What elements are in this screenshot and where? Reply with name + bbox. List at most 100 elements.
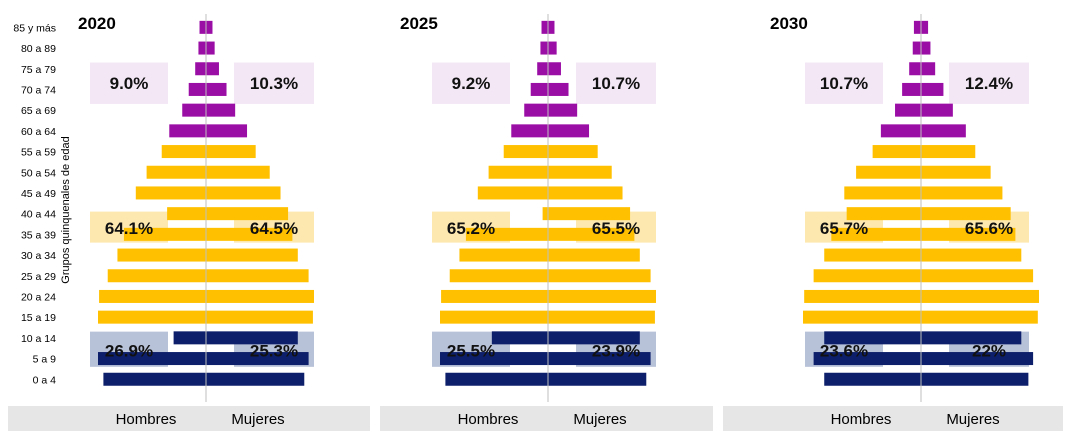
bar-hombres xyxy=(161,145,206,159)
bar-mujeres xyxy=(548,124,590,138)
bar-hombres xyxy=(459,248,548,262)
bar-mujeres xyxy=(548,248,640,262)
bar-mujeres xyxy=(206,227,293,241)
age-tick-label: 45 a 49 xyxy=(21,188,56,200)
bar-mujeres xyxy=(921,352,1034,366)
bar-mujeres xyxy=(548,207,631,221)
age-tick-label: 55 a 59 xyxy=(21,147,56,159)
bar-hombres xyxy=(895,103,921,117)
bar-mujeres xyxy=(548,331,640,345)
bar-mujeres xyxy=(548,186,623,200)
bar-hombres xyxy=(107,269,206,283)
age-tick-label: 75 a 79 xyxy=(21,64,56,76)
age-tick-label: 20 a 24 xyxy=(21,291,56,303)
bar-mujeres xyxy=(206,310,313,324)
bar-mujeres xyxy=(921,207,1011,221)
label-mujeres: Mujeres xyxy=(231,411,284,428)
bar-hombres xyxy=(804,289,921,303)
group-pct-mujeres: 22% xyxy=(972,341,1006,360)
group-pct-hombres: 9.0% xyxy=(110,74,149,93)
bar-mujeres xyxy=(206,331,298,345)
bar-hombres xyxy=(440,310,548,324)
bar-mujeres xyxy=(921,82,944,96)
bar-hombres xyxy=(477,186,548,200)
bar-mujeres xyxy=(548,103,578,117)
bar-hombres xyxy=(195,62,206,76)
bar-mujeres xyxy=(548,145,598,159)
age-tick-label: 10 a 14 xyxy=(21,333,56,345)
panel-year: 2025 xyxy=(400,14,438,33)
bar-hombres xyxy=(441,289,548,303)
bar-mujeres xyxy=(921,310,1038,324)
panel-footer xyxy=(723,406,1063,431)
age-tick-label: 40 a 44 xyxy=(21,209,56,221)
bar-mujeres xyxy=(921,20,929,34)
bar-hombres xyxy=(813,352,921,366)
bar-mujeres xyxy=(206,289,314,303)
age-tick-label: 85 y más xyxy=(13,22,56,34)
bar-hombres xyxy=(117,248,206,262)
bar-hombres xyxy=(856,165,921,179)
bar-mujeres xyxy=(548,269,651,283)
bar-hombres xyxy=(511,124,548,138)
bar-mujeres xyxy=(921,227,1016,241)
label-hombres: Hombres xyxy=(458,411,519,428)
label-hombres: Hombres xyxy=(831,411,892,428)
bar-hombres xyxy=(831,227,921,241)
age-tick-label: 65 a 69 xyxy=(21,105,56,117)
bar-hombres xyxy=(123,227,206,241)
panel-footer xyxy=(380,406,713,431)
bar-hombres xyxy=(542,207,548,221)
bar-hombres xyxy=(846,207,921,221)
bar-mujeres xyxy=(921,124,966,138)
age-tick-label: 70 a 74 xyxy=(21,84,56,96)
panel-footer xyxy=(8,406,370,431)
group-pct-mujeres: 10.3% xyxy=(250,74,298,93)
bar-hombres xyxy=(824,248,921,262)
bar-mujeres xyxy=(921,269,1034,283)
bar-hombres xyxy=(465,227,548,241)
group-pct-hombres: 25.5% xyxy=(447,341,495,360)
group-pct-hombres: 64.1% xyxy=(105,219,153,238)
bar-mujeres xyxy=(548,62,561,76)
bar-mujeres xyxy=(206,352,309,366)
bar-mujeres xyxy=(206,62,219,76)
bar-hombres xyxy=(199,20,206,34)
age-tick-label: 5 a 9 xyxy=(33,354,57,366)
bar-hombres xyxy=(540,41,548,55)
bar-hombres xyxy=(445,372,548,386)
label-mujeres: Mujeres xyxy=(573,411,626,428)
group-box-right xyxy=(949,62,1029,104)
bar-mujeres xyxy=(548,372,647,386)
bar-hombres xyxy=(813,269,921,283)
bar-hombres xyxy=(198,41,206,55)
bar-hombres xyxy=(98,310,206,324)
bar-mujeres xyxy=(548,352,651,366)
bar-mujeres xyxy=(548,289,656,303)
bar-hombres xyxy=(530,82,548,96)
bar-hombres xyxy=(844,186,921,200)
bar-hombres xyxy=(188,82,206,96)
age-tick-label: 15 a 19 xyxy=(21,312,56,324)
bar-mujeres xyxy=(548,41,557,55)
group-pct-hombres: 26.9% xyxy=(105,341,153,360)
bar-mujeres xyxy=(921,248,1022,262)
bar-mujeres xyxy=(921,186,1003,200)
bar-hombres xyxy=(503,145,548,159)
bar-mujeres xyxy=(921,289,1039,303)
age-tick-label: 50 a 54 xyxy=(21,167,56,179)
bar-hombres xyxy=(135,186,206,200)
group-pct-mujeres: 65.5% xyxy=(592,219,640,238)
bar-mujeres xyxy=(921,331,1022,345)
age-tick-label: 80 a 89 xyxy=(21,43,56,55)
bar-mujeres xyxy=(206,41,215,55)
bar-mujeres xyxy=(548,310,655,324)
bar-hombres xyxy=(913,20,921,34)
group-box-right xyxy=(234,62,314,104)
bar-mujeres xyxy=(206,165,270,179)
bar-hombres xyxy=(537,62,548,76)
group-pct-mujeres: 12.4% xyxy=(965,74,1013,93)
bar-mujeres xyxy=(206,124,248,138)
age-tick-label: 35 a 39 xyxy=(21,229,56,241)
